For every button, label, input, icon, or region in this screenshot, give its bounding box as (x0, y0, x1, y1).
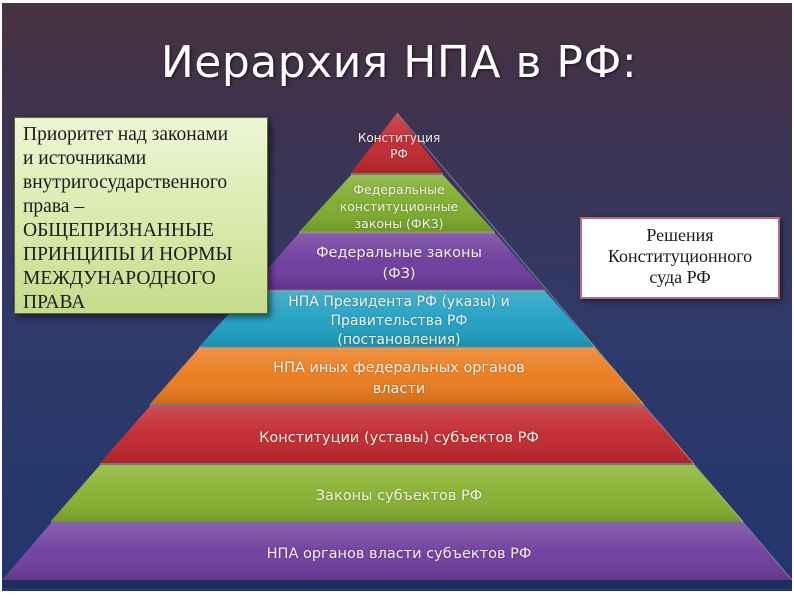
level-6-label: Конституции (уставы) субъектов РФ (259, 430, 539, 446)
level-2-label: Федеральные конституционные законы (ФКЗ) (339, 182, 459, 231)
level-3-label: Федеральные законы (ФЗ) (316, 245, 482, 282)
level-7-label: Законы субъектов РФ (315, 488, 483, 504)
slide: Иерархия НПА в РФ: (2, 3, 792, 591)
slide-title: Иерархия НПА в РФ: (160, 37, 638, 88)
level-4-label: НПА Президента РФ (указы) и Правительств… (288, 294, 510, 348)
level-8-label: НПА органов власти субъектов РФ (266, 546, 532, 562)
constitutional-court-note: Решения Конституционного суда РФ (580, 217, 780, 299)
international-law-note: Приоритет над законами и источниками вну… (14, 117, 268, 314)
level-5-label: НПА иных федеральных органов власти (273, 360, 525, 397)
pyramid-diagram (2, 112, 792, 588)
level-1-label: Конституция РФ (357, 131, 441, 161)
